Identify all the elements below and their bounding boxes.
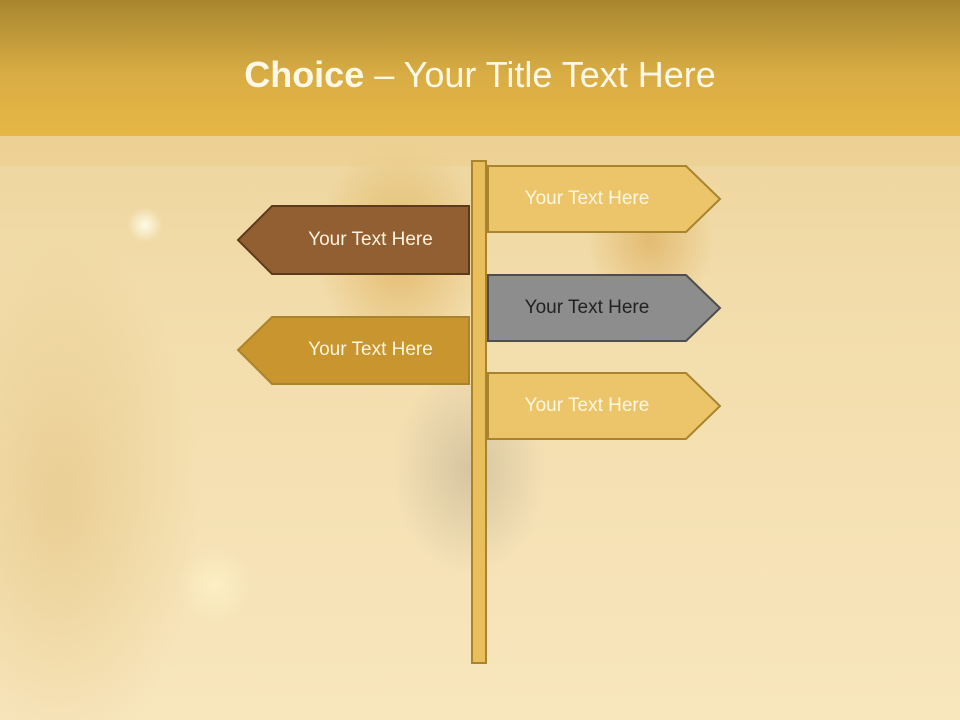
slide-title-bold: Choice [244, 54, 365, 95]
sign-label-3: Your Text Here [524, 297, 650, 318]
signpost-pole [471, 160, 487, 664]
sign-arrow-5[interactable] [487, 372, 722, 440]
sign-label-1: Your Text Here [524, 188, 650, 209]
sign-arrow-3[interactable] [487, 274, 722, 342]
sign-label-2: Your Text Here [308, 229, 433, 250]
sign-arrow-1[interactable] [487, 165, 722, 233]
sign-label-4: Your Text Here [308, 339, 433, 360]
slide-title-text: – Your Title Text Here [364, 54, 716, 95]
sign-arrow-2[interactable] [236, 205, 470, 275]
sign-label-5: Your Text Here [524, 395, 650, 416]
sign-arrow-4[interactable] [236, 316, 470, 385]
title-bar [0, 0, 960, 136]
slide-title[interactable]: Choice – Your Title Text Here [0, 52, 960, 98]
